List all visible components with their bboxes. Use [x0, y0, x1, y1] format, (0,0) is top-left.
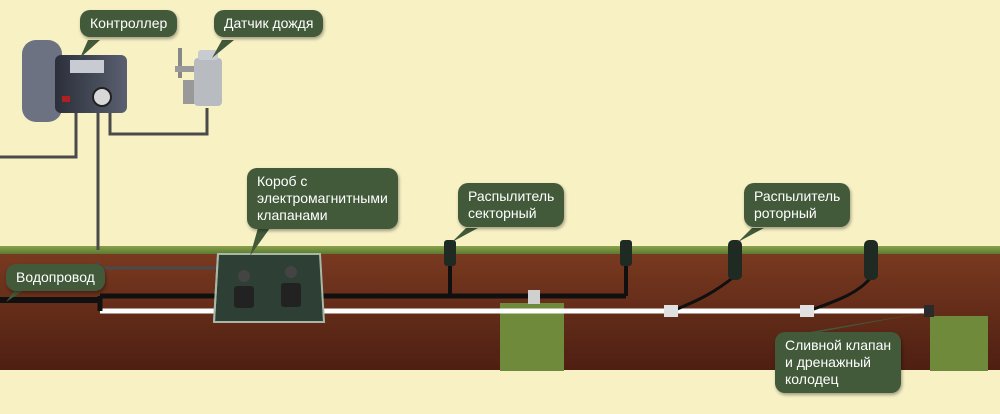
- drain-label-line-2: и дренажный: [785, 354, 871, 370]
- drain-valve: [924, 305, 934, 317]
- drain-label: Сливной клапан и дренажный колодец: [775, 332, 902, 393]
- controller-device: [22, 40, 127, 122]
- valve-box-label-line-2: электромагнитными: [257, 190, 388, 206]
- gravel-pit-center: [500, 303, 564, 371]
- rain-sensor-device: [175, 48, 222, 106]
- valve-box-label-line-1: Короб с: [257, 173, 308, 189]
- drain-label-line-3: колодец: [785, 371, 839, 387]
- sector-sprinkler-label-line-2: секторный: [468, 205, 537, 221]
- controller-wiring: [0, 108, 262, 270]
- rotor-sprinkler-label-line-1: Распылитель: [754, 188, 841, 204]
- rotor-sprinkler-label-line-2: роторный: [754, 205, 817, 221]
- valve-box-label: Короб с электромагнитными клапанами: [247, 168, 398, 229]
- controller-label-text: Контроллер: [90, 15, 168, 31]
- rotor-sprinkler-label: Распылитель роторный: [744, 183, 851, 227]
- drain-label-line-1: Сливной клапан: [785, 337, 892, 353]
- drain-well: [930, 316, 988, 371]
- water-supply-label: Водопровод: [6, 264, 105, 291]
- water-supply-label-text: Водопровод: [16, 269, 95, 285]
- rain-sensor-label: Датчик дождя: [214, 10, 324, 37]
- sector-sprinkler-heads: [444, 240, 632, 266]
- sector-sprinkler-label: Распылитель секторный: [458, 183, 565, 227]
- controller-label: Контроллер: [80, 10, 178, 37]
- valve-box: [212, 253, 326, 323]
- valve-box-label-line-3: клапанами: [257, 207, 328, 223]
- sector-sprinkler-label-line-1: Распылитель: [468, 188, 555, 204]
- rain-sensor-label-text: Датчик дождя: [224, 15, 314, 31]
- rotor-sprinkler-heads: [728, 240, 878, 280]
